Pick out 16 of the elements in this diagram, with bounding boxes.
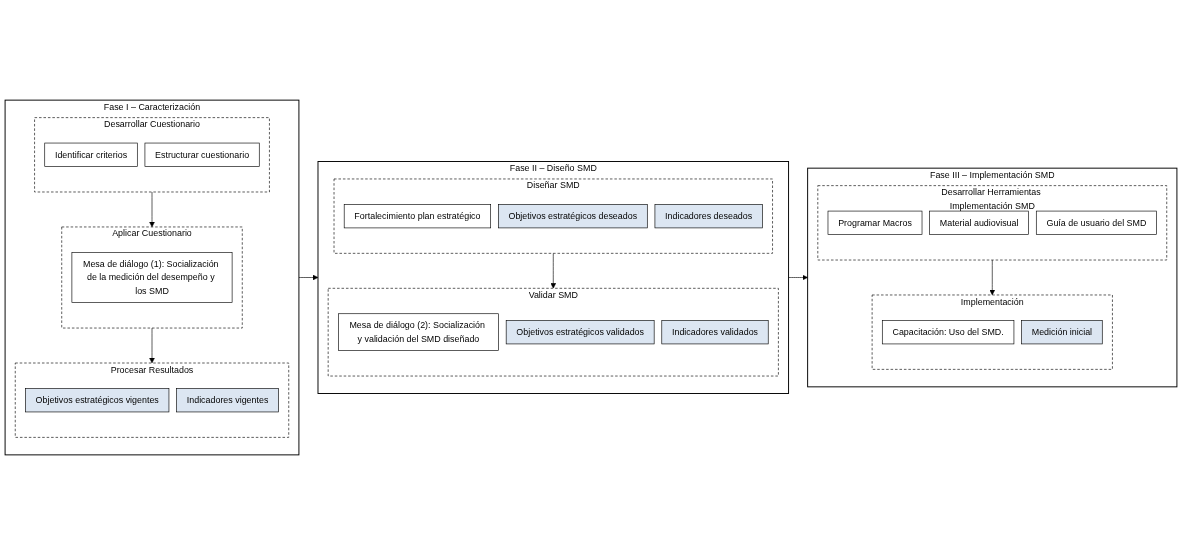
- node-box: Objetivos estratégicos validados: [505, 320, 655, 345]
- node-box: Mesa de diálogo (2): Socialización y validación del SMD diseñado: [338, 313, 499, 351]
- node-box: Material audiovisual: [929, 210, 1029, 235]
- node-box: Identificar criterios: [44, 142, 138, 167]
- node-box: Estructurar cuestionario: [144, 142, 260, 167]
- node-box: Mesa de diálogo (1): Socialización de la medición del desempeño y los SMD: [71, 252, 233, 303]
- node-box: Fortalecimiento plan estratégico: [343, 204, 491, 229]
- node-box: Programar Macros: [827, 210, 923, 235]
- node-box: Indicadores vigentes: [176, 388, 279, 413]
- node-box: Guía de usuario del SMD: [1035, 210, 1157, 235]
- node-box: Indicadores validados: [661, 320, 769, 345]
- node-box: Medición inicial: [1021, 320, 1103, 345]
- node-box: Objetivos estratégicos vigentes: [25, 388, 170, 413]
- node-box: Capacitación: Uso del SMD.: [881, 320, 1015, 345]
- node-box: Indicadores deseados: [654, 204, 763, 229]
- node-box: Objetivos estratégicos deseados: [498, 204, 648, 229]
